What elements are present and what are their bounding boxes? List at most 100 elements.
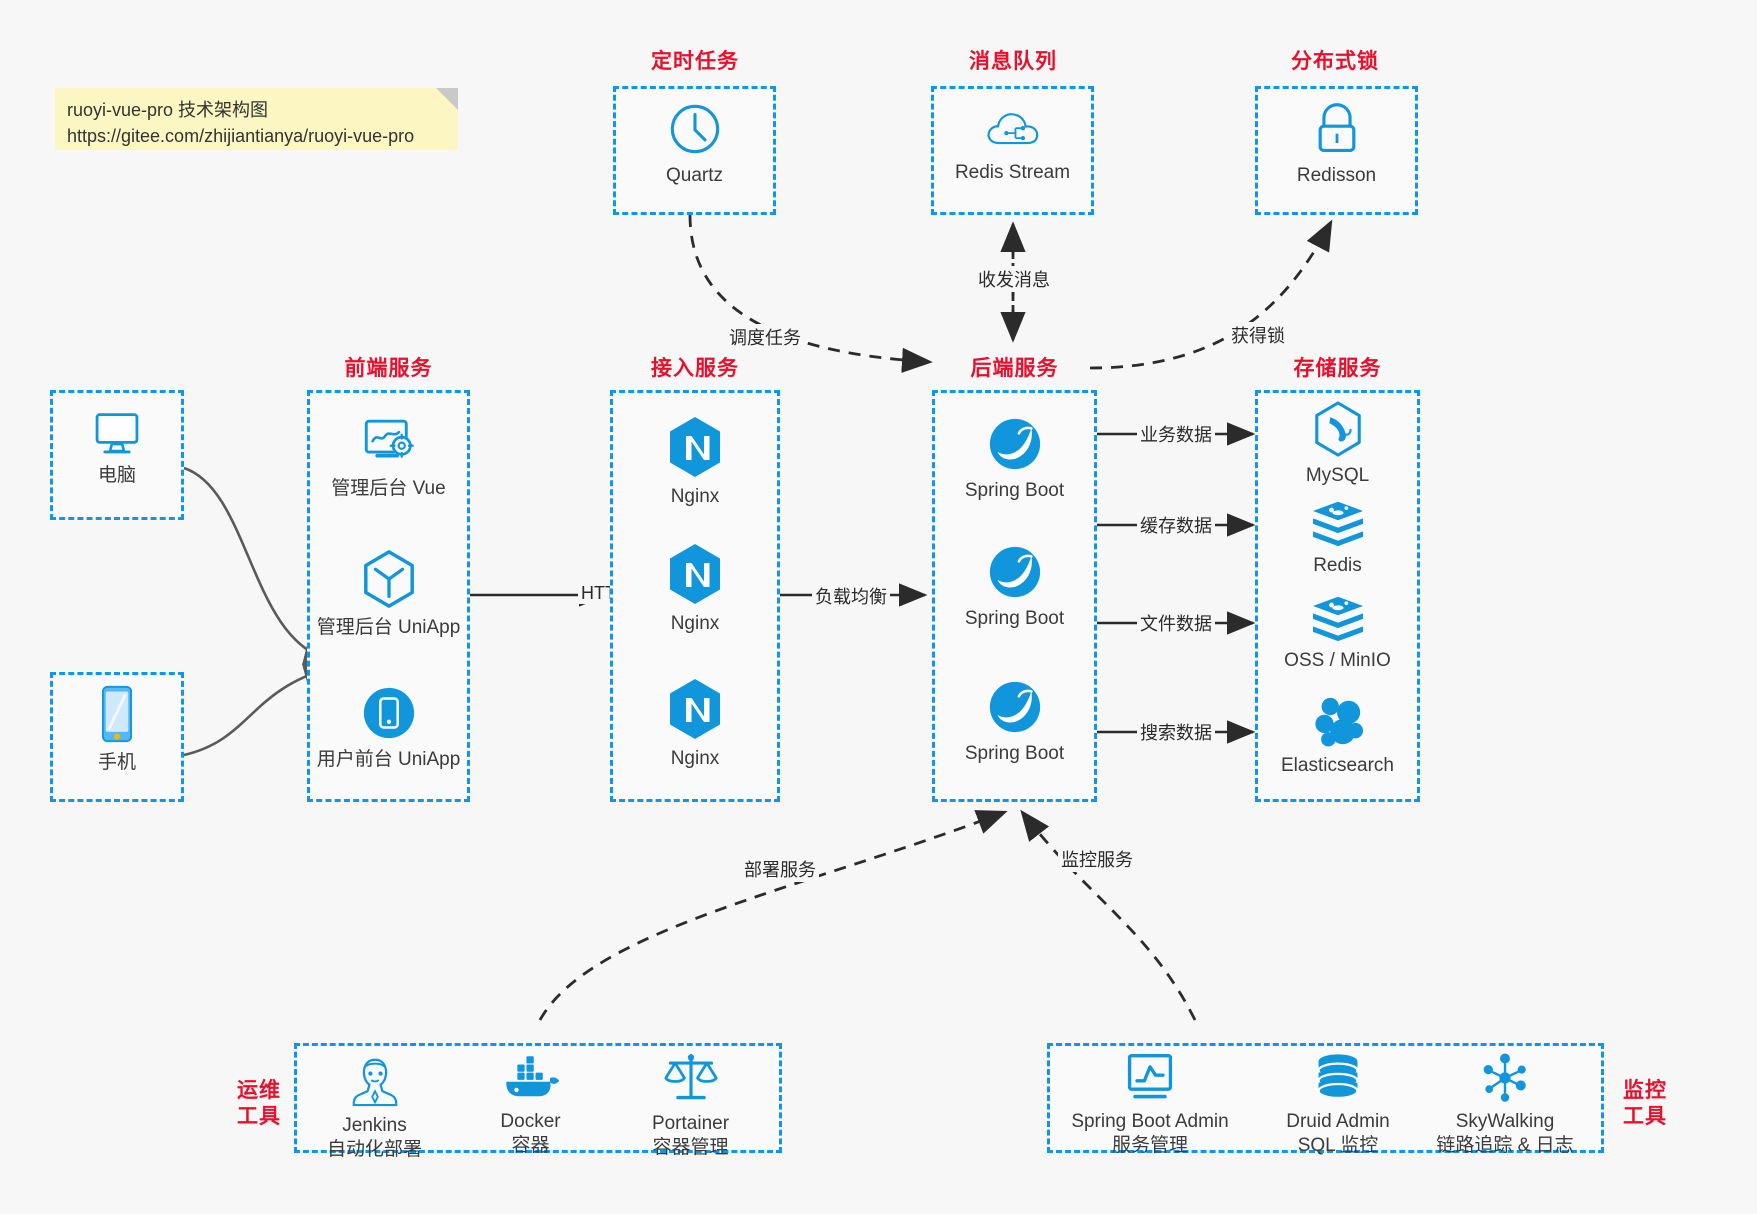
node-skywalking[interactable]: SkyWalking 链路追踪 & 日志 (1410, 1052, 1600, 1159)
clock-icon (670, 104, 719, 154)
node-label-skywalking: SkyWalking (1455, 1111, 1555, 1132)
redis-stack-icon (1312, 501, 1363, 547)
wire-monitor-service (1020, 809, 1197, 1021)
node-label-druid-admin: Druid Admin (1286, 1111, 1390, 1132)
node-sublabel-druid-admin: SQL 监控 (1297, 1135, 1379, 1157)
node-label-elasticsearch: Elasticsearch (1281, 755, 1394, 776)
node-label-redis: Redis (1313, 555, 1362, 576)
node-label-spring-boot-1: Spring Boot (964, 480, 1065, 501)
docker-whale-icon (505, 1056, 559, 1097)
node-label-quartz: Quartz (665, 165, 724, 186)
node-label-spring-boot-3: Spring Boot (964, 743, 1065, 764)
node-docker[interactable]: Docker 容器 (458, 1054, 603, 1159)
nginx-icon (670, 417, 720, 477)
group-box-message-queue (931, 86, 1094, 215)
node-druid-admin[interactable]: Druid Admin SQL 监控 (1248, 1052, 1428, 1159)
node-label-admin-vue: 管理后台 Vue (331, 478, 446, 499)
group-title-frontend: 前端服务 (344, 357, 433, 380)
node-label-user-uniapp: 用户前台 UniApp (316, 749, 461, 770)
scales-balance-icon (663, 1054, 718, 1100)
node-quartz[interactable]: Quartz (613, 100, 776, 188)
edge-label-cache-data: 缓存数据 (1137, 512, 1215, 538)
group-title-monitoring-line1: 监控 (1623, 1079, 1667, 1102)
node-nginx-3[interactable]: Nginx (610, 677, 780, 771)
edge-label-lock: 获得锁 (1228, 322, 1288, 348)
sticky-note: ruoyi-vue-pro 技术架构图 https://gitee.com/zh… (55, 88, 458, 150)
cloud-stream-icon (987, 113, 1038, 145)
node-redisson[interactable]: Redisson (1255, 100, 1418, 188)
spring-leaf-icon (989, 681, 1040, 733)
node-label-oss-minio: OSS / MinIO (1284, 650, 1391, 671)
edge-label-file-data: 文件数据 (1137, 610, 1215, 636)
smartphone-icon (101, 685, 133, 743)
node-spring-boot-admin[interactable]: Spring Boot Admin 服务管理 (1055, 1052, 1245, 1159)
monitor-chart-icon (1127, 1054, 1173, 1099)
node-admin-vue[interactable]: 管理后台 Vue (307, 415, 470, 501)
wire-deploy-service (538, 810, 1008, 1021)
node-label-nginx-1: Nginx (670, 486, 720, 507)
node-mobile[interactable]: 手机 (50, 683, 184, 775)
node-spring-boot-2[interactable]: Spring Boot (932, 543, 1097, 631)
node-portainer[interactable]: Portainer 容器管理 (618, 1050, 763, 1161)
node-sublabel-portainer: 容器管理 (652, 1137, 729, 1159)
spring-leaf-icon (989, 546, 1040, 598)
node-label-spring-boot-2: Spring Boot (964, 608, 1065, 629)
node-admin-uniapp[interactable]: 管理后台 UniApp (307, 548, 470, 640)
nginx-icon (670, 544, 720, 604)
edge-label-deploy: 部署服务 (741, 856, 819, 882)
node-desktop[interactable]: 电脑 (50, 406, 184, 488)
node-label-admin-uniapp: 管理后台 UniApp (316, 617, 461, 638)
node-label-portainer: Portainer (651, 1113, 730, 1134)
node-label-redisson: Redisson (1296, 165, 1377, 186)
node-sublabel-jenkins: 自动化部署 (326, 1139, 422, 1161)
node-nginx-1[interactable]: Nginx (610, 415, 780, 509)
edge-label-mq: 收发消息 (975, 266, 1053, 292)
lock-icon (1318, 103, 1355, 153)
nginx-icon (670, 679, 720, 739)
desktop-monitor-icon (95, 413, 139, 454)
group-title-monitoring-line2: 工具 (1623, 1105, 1667, 1129)
group-title-message-queue: 消息队列 (969, 50, 1057, 73)
database-cylinder-icon (1317, 1054, 1359, 1100)
mobile-circle-icon (363, 687, 414, 739)
edge-label-biz-data: 业务数据 (1137, 421, 1215, 447)
elasticsearch-icon (1314, 697, 1363, 747)
node-user-uniapp[interactable]: 用户前台 UniApp (307, 684, 470, 772)
node-label-desktop: 电脑 (97, 465, 136, 486)
jenkins-butler-icon (352, 1058, 397, 1107)
node-label-nginx-3: Nginx (670, 748, 720, 769)
edge-label-schedule: 调度任务 (726, 324, 804, 350)
node-redis[interactable]: Redis (1255, 498, 1420, 578)
node-label-mysql: MySQL (1305, 465, 1370, 486)
node-oss-minio[interactable]: OSS / MinIO (1255, 593, 1420, 673)
note-line-1: ruoyi-vue-pro 技术架构图 (67, 100, 269, 120)
edge-label-search-data: 搜索数据 (1137, 719, 1215, 745)
node-spring-boot-1[interactable]: Spring Boot (932, 415, 1097, 503)
edge-label-load-balance: 负载均衡 (812, 583, 890, 609)
node-label-spring-boot-admin: Spring Boot Admin (1071, 1111, 1229, 1132)
mysql-dolphin-icon (1314, 401, 1361, 457)
node-label-redis-stream: Redis Stream (954, 162, 1071, 183)
node-redis-stream[interactable]: Redis Stream (931, 103, 1094, 185)
group-box-desktop-client (50, 390, 184, 520)
group-title-devops-line1: 运维 (237, 1079, 281, 1102)
group-title-devops: 运维 工具 (232, 1078, 286, 1131)
node-label-jenkins: Jenkins (342, 1115, 407, 1136)
wire-acquire-lock (1089, 219, 1333, 370)
group-title-devops-line2: 工具 (237, 1105, 281, 1129)
group-title-scheduled-task: 定时任务 (651, 50, 739, 73)
node-sublabel-skywalking: 链路追踪 & 日志 (1436, 1135, 1574, 1157)
node-label-docker: Docker (500, 1111, 561, 1132)
node-jenkins[interactable]: Jenkins 自动化部署 (302, 1054, 447, 1163)
node-spring-boot-3[interactable]: Spring Boot (932, 678, 1097, 766)
group-title-monitoring: 监控 工具 (1618, 1078, 1672, 1131)
node-mysql[interactable]: MySQL (1255, 400, 1420, 488)
node-label-nginx-2: Nginx (670, 613, 720, 634)
node-nginx-2[interactable]: Nginx (610, 542, 780, 636)
node-elasticsearch[interactable]: Elasticsearch (1255, 694, 1420, 778)
group-title-backend: 后端服务 (970, 357, 1059, 380)
note-line-2: https://gitee.com/zhijiantianya/ruoyi-vu… (67, 126, 415, 147)
hexagon-cube-icon (363, 550, 414, 608)
spring-leaf-icon (989, 418, 1040, 470)
node-sublabel-docker: 容器 (511, 1135, 550, 1157)
